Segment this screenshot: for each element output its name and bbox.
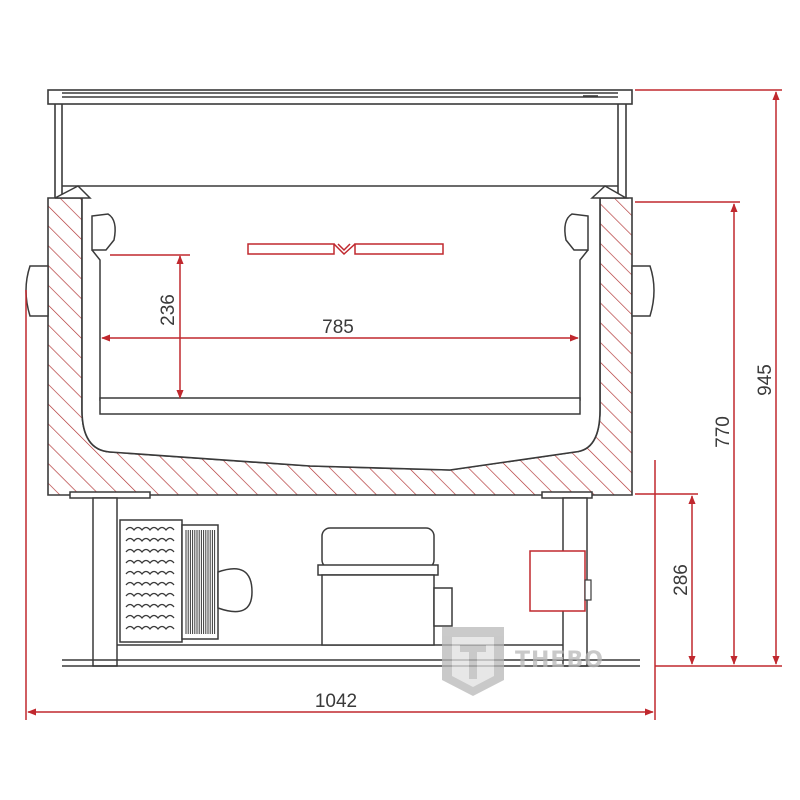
dim-785-label: 785 bbox=[322, 317, 354, 338]
coil-row bbox=[125, 592, 175, 598]
dim-770-label: 770 bbox=[713, 416, 734, 448]
watermark-text: THEBO bbox=[515, 648, 604, 673]
condenser-unit bbox=[119, 519, 253, 643]
electrical-box bbox=[529, 550, 592, 612]
dim-236-label: 236 bbox=[158, 294, 179, 326]
coil-row bbox=[125, 625, 175, 631]
dim-1042-label: 1042 bbox=[315, 691, 357, 712]
coil-row bbox=[125, 614, 175, 620]
coil-row bbox=[125, 537, 175, 543]
coil-row bbox=[125, 559, 175, 565]
dim-945-label: 945 bbox=[755, 364, 776, 396]
coil-row bbox=[125, 603, 175, 609]
watermark: THEBO bbox=[442, 627, 604, 696]
display-pan bbox=[91, 249, 589, 415]
dimension-lines bbox=[25, 89, 782, 720]
coil-row bbox=[125, 581, 175, 587]
canopy-brackets bbox=[54, 185, 629, 199]
coil-row bbox=[125, 526, 175, 532]
glass-canopy bbox=[47, 89, 633, 198]
thebo-shield-icon bbox=[442, 627, 504, 696]
coil-row bbox=[125, 570, 175, 576]
dim-286-label: 286 bbox=[671, 564, 692, 596]
coil-row bbox=[125, 548, 175, 554]
compressor bbox=[317, 527, 453, 646]
lamp-fixture bbox=[247, 243, 444, 256]
